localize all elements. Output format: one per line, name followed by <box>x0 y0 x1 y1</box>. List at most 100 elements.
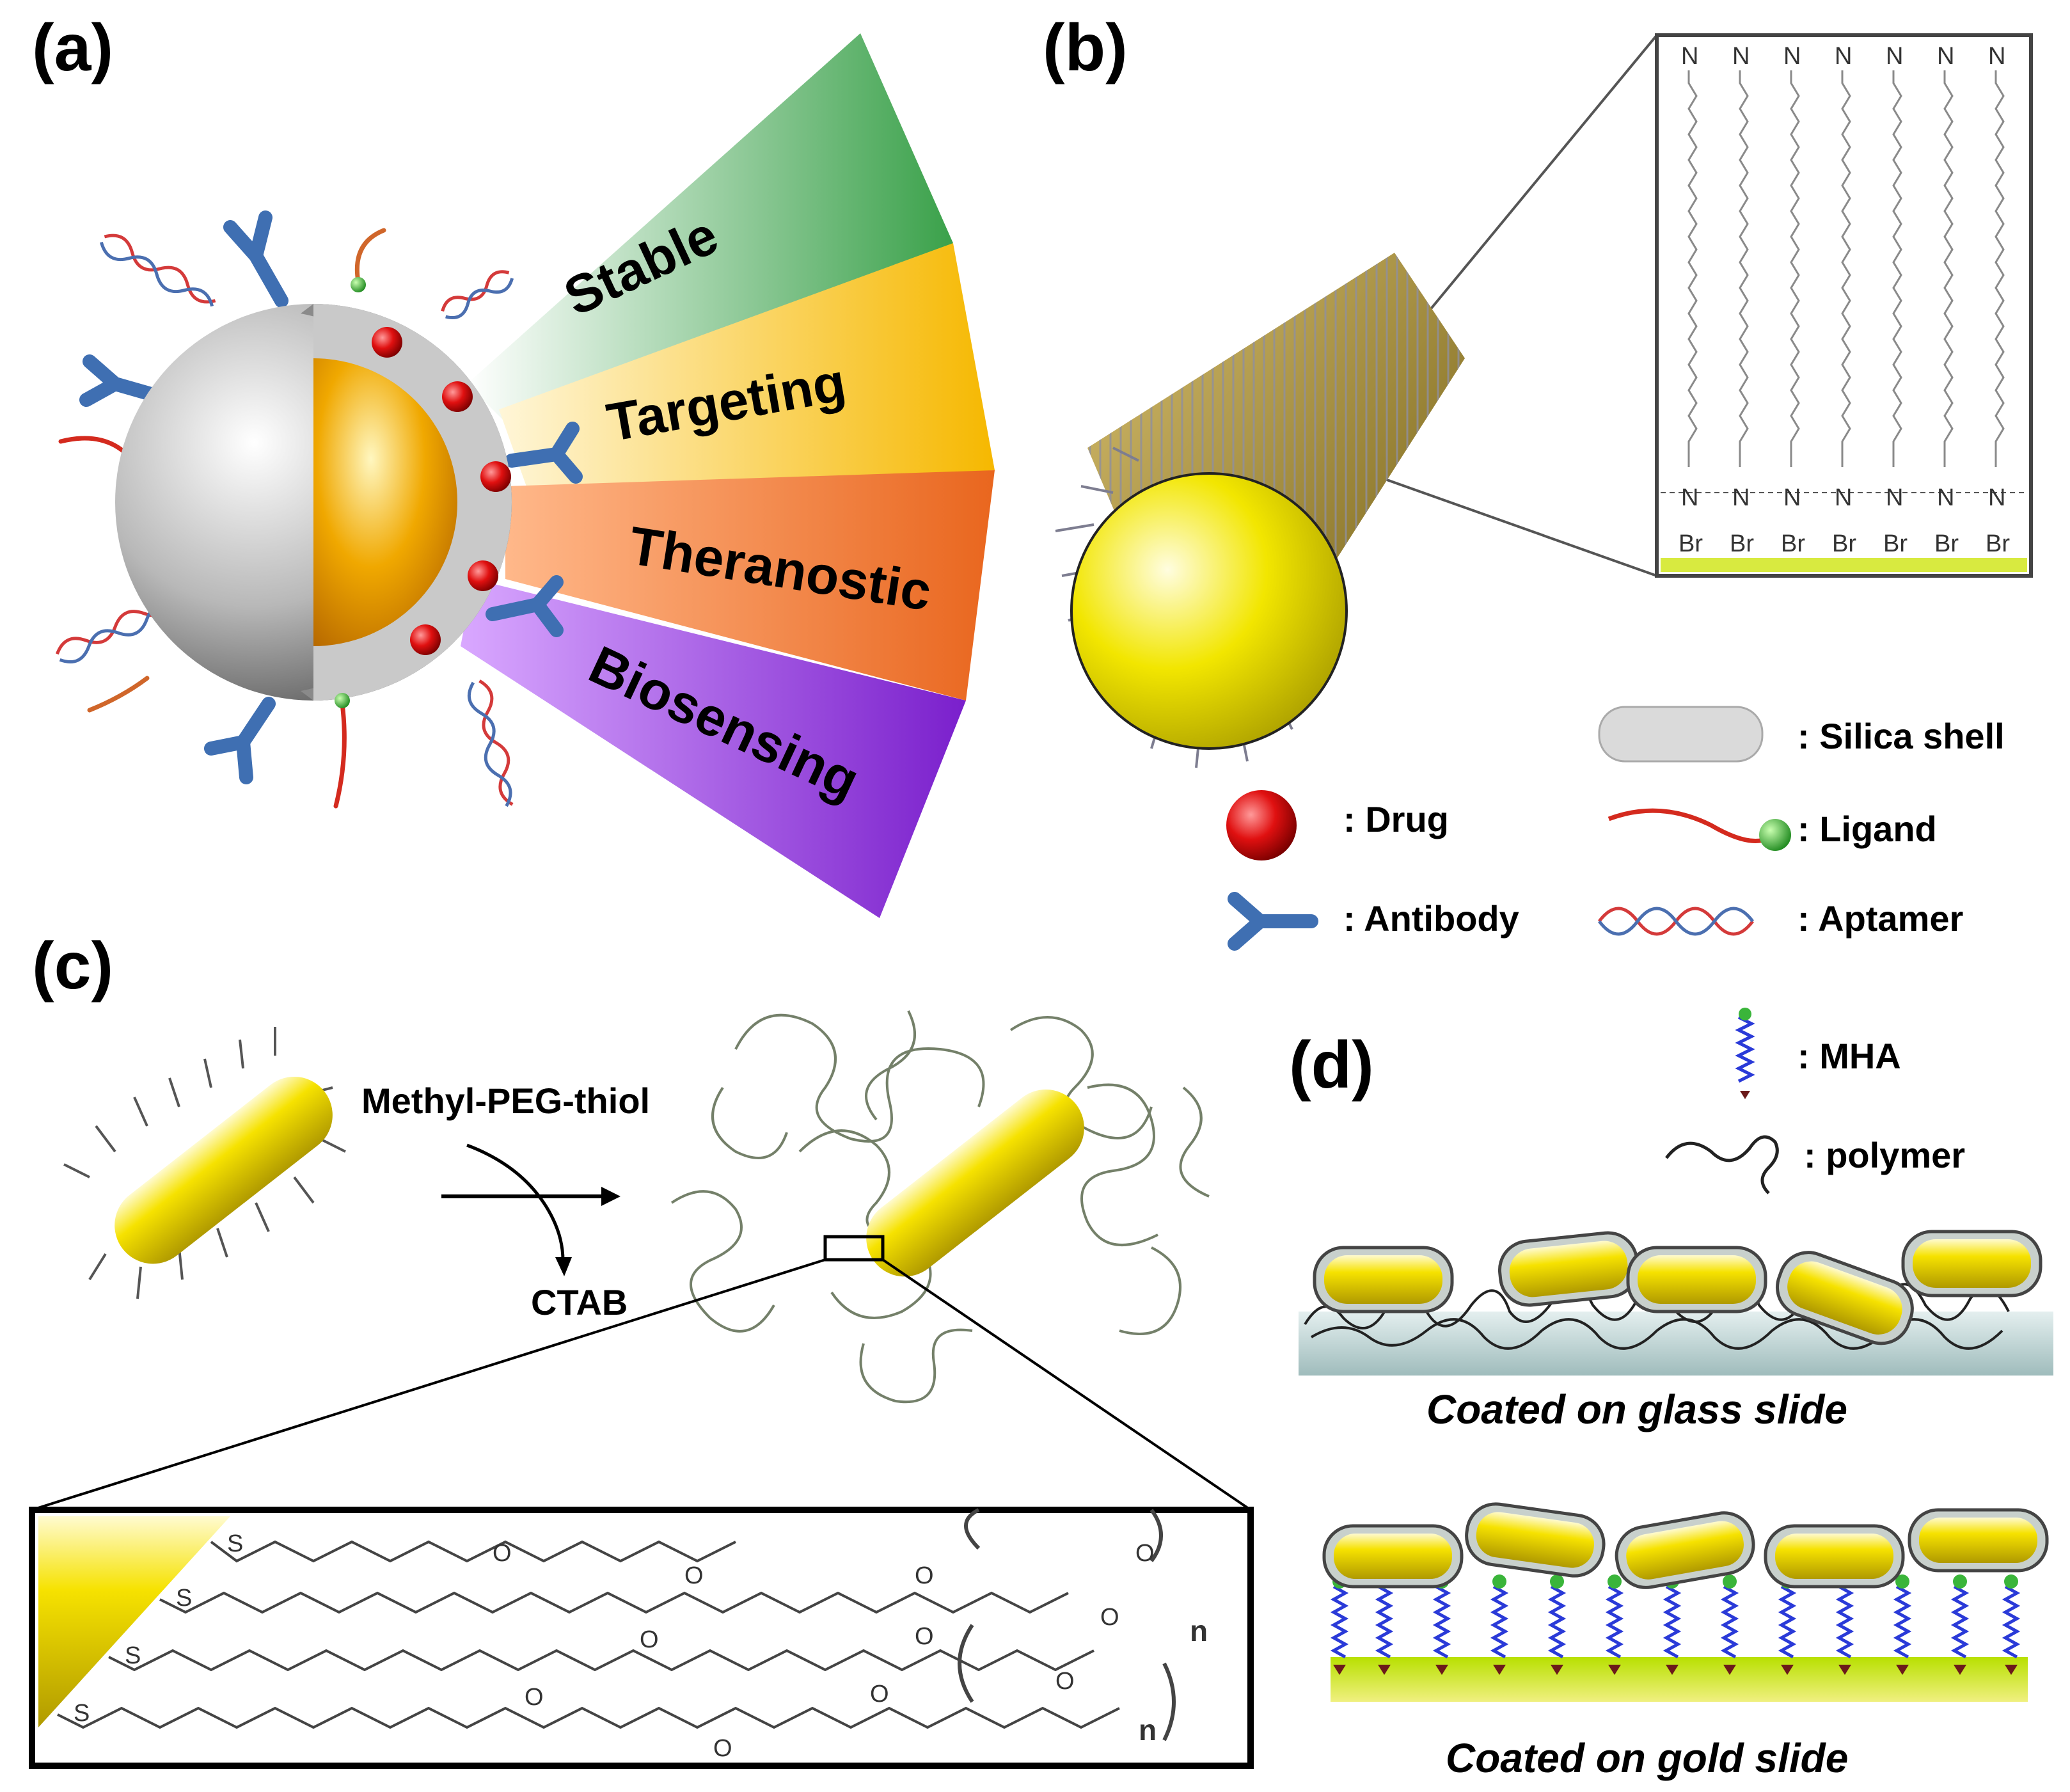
panel-c: (c) Methyl-PEG-thiol CTAB <box>29 929 1254 1769</box>
inset-atom: Br <box>1679 530 1703 557</box>
inset-atom: N <box>1835 43 1852 70</box>
sulfur-atom: S <box>125 1642 141 1669</box>
oxygen-atom: O <box>915 1623 934 1650</box>
oxygen-atom: O <box>684 1562 704 1589</box>
ray-theranostic <box>505 470 995 701</box>
peg-polymer-cloud <box>670 1010 1210 1404</box>
property-rays: Stable Targeting Theranostic Biosensing <box>461 33 995 918</box>
inset-atom: Br <box>1883 530 1908 557</box>
inset-atom: N <box>1681 484 1698 511</box>
legend-aptamer <box>1598 907 1754 936</box>
legend-ligand-label: : Ligand <box>1797 809 1937 849</box>
legend-polymer-label: : polymer <box>1804 1135 1965 1175</box>
aptamer-icon-strand <box>1598 907 1754 936</box>
antibody-icon <box>1228 892 1318 951</box>
legend-silica-shell-label: : Silica shell <box>1797 716 2005 756</box>
silica-shell-inset: N N N N N N N N N N N N N N Br Br Br Br … <box>1655 33 2033 578</box>
inset-atom: N <box>1937 43 1954 70</box>
zoom-line <box>31 1258 826 1511</box>
oxygen-atom: O <box>525 1684 544 1711</box>
panel-a: (a) Stable Targeting Theranostic Biosens… <box>32 11 995 918</box>
gold-nanorod <box>866 1089 1084 1277</box>
legend-drug: : Drug <box>1226 790 1449 860</box>
inset-atom: Br <box>1832 530 1856 557</box>
gold-core-end <box>1070 472 1348 750</box>
inset-atom: N <box>1835 484 1852 511</box>
mha-icon-tail <box>1740 1091 1750 1099</box>
silica-shell-icon <box>1598 706 1764 763</box>
ray-biosensing <box>461 579 966 918</box>
legend-aptamer-label: : Aptamer <box>1797 898 1963 939</box>
gold-core <box>313 358 457 646</box>
legend-polymer: : polymer <box>1665 1135 1965 1194</box>
inset-atom: Br <box>1781 530 1805 557</box>
oxygen-atom: O <box>870 1681 889 1708</box>
inset-atom: N <box>1783 484 1801 511</box>
drug-particle <box>372 327 402 358</box>
ctab-coated-rod <box>63 1027 346 1299</box>
ligand-bead <box>351 277 366 292</box>
repeat-subscript: n <box>1190 1614 1208 1647</box>
oxygen-atom: O <box>713 1735 732 1762</box>
legend-antibody <box>1228 892 1318 951</box>
caption-glass-slide: Coated on glass slide <box>1426 1386 1847 1432</box>
panel-a-label: (a) <box>32 11 113 85</box>
gold-slide-assembly: Coated on gold slide <box>1322 1502 2049 1781</box>
ligand-strands <box>58 228 386 809</box>
drug-particle <box>468 560 498 591</box>
mha-icon-head <box>1739 1008 1751 1020</box>
inset-atom: N <box>1988 484 2005 511</box>
sulfur-atom: S <box>176 1585 192 1612</box>
panel-c-label: (c) <box>32 929 113 1003</box>
legend-antibody-label: : Antibody <box>1343 898 1519 939</box>
inset-atom: Br <box>1730 530 1754 557</box>
gold-surface <box>38 1516 230 1727</box>
reaction-arrow: Methyl-PEG-thiol CTAB <box>361 1081 650 1322</box>
drug-particle <box>442 381 473 412</box>
mesoporous-tube <box>1055 253 1465 768</box>
gold-nanorod <box>115 1076 333 1264</box>
peg-coated-rod <box>670 1010 1210 1404</box>
ligand-icon <box>1608 808 1770 843</box>
drug-particle <box>410 624 441 655</box>
inset-atom: N <box>1988 43 2005 70</box>
legend-ligand: : Ligand <box>1608 808 1937 851</box>
inset-atom: N <box>1732 484 1750 511</box>
antibodies <box>79 210 583 784</box>
panel-d-label: (d) <box>1289 1028 1374 1102</box>
mha-icon <box>1735 1015 1755 1083</box>
inset-atom: N <box>1886 43 1903 70</box>
legend: : Silica shell : Drug : Ligand : Antibod… <box>1226 706 2005 1194</box>
mha-layer <box>1330 1585 2021 1659</box>
legend-mha-label: : MHA <box>1797 1036 1901 1076</box>
panel-b: (b) <box>1043 11 2033 1194</box>
repeat-subscript: n <box>1139 1713 1157 1747</box>
zoom-line <box>1368 472 1657 577</box>
ray-stable <box>467 33 953 448</box>
glass-slide-assembly: Coated on glass slide <box>1299 1230 2053 1432</box>
gold-nanorods <box>1322 1502 2049 1589</box>
inset-atom: N <box>1681 43 1698 70</box>
inset-atom: N <box>1937 484 1954 511</box>
oxygen-atom: O <box>1100 1604 1119 1631</box>
caption-gold-slide: Coated on gold slide <box>1446 1735 1848 1781</box>
polymer-icon <box>1665 1135 1779 1194</box>
ray-targeting <box>499 243 995 499</box>
zoom-line <box>881 1258 1252 1511</box>
drug-particle <box>480 461 511 492</box>
inset-atom: Br <box>1986 530 2010 557</box>
gold-slide <box>1331 1657 2028 1702</box>
inset-atom: Br <box>1934 530 1959 557</box>
core-shell-particle <box>115 277 512 708</box>
panel-b-label: (b) <box>1043 11 1128 85</box>
ligand-bead-icon <box>1759 819 1791 851</box>
zoom-box <box>823 1235 885 1262</box>
inset-atom: N <box>1732 43 1750 70</box>
peg-chemistry-inset: S S S S O O O O O O O O O O O n n <box>29 1507 1254 1769</box>
oxygen-atom: O <box>1055 1668 1075 1695</box>
aptamer-strands <box>56 234 514 807</box>
sulfur-atom: S <box>74 1700 90 1727</box>
oxygen-atom: O <box>915 1562 934 1589</box>
oxygen-atom: O <box>493 1540 512 1567</box>
